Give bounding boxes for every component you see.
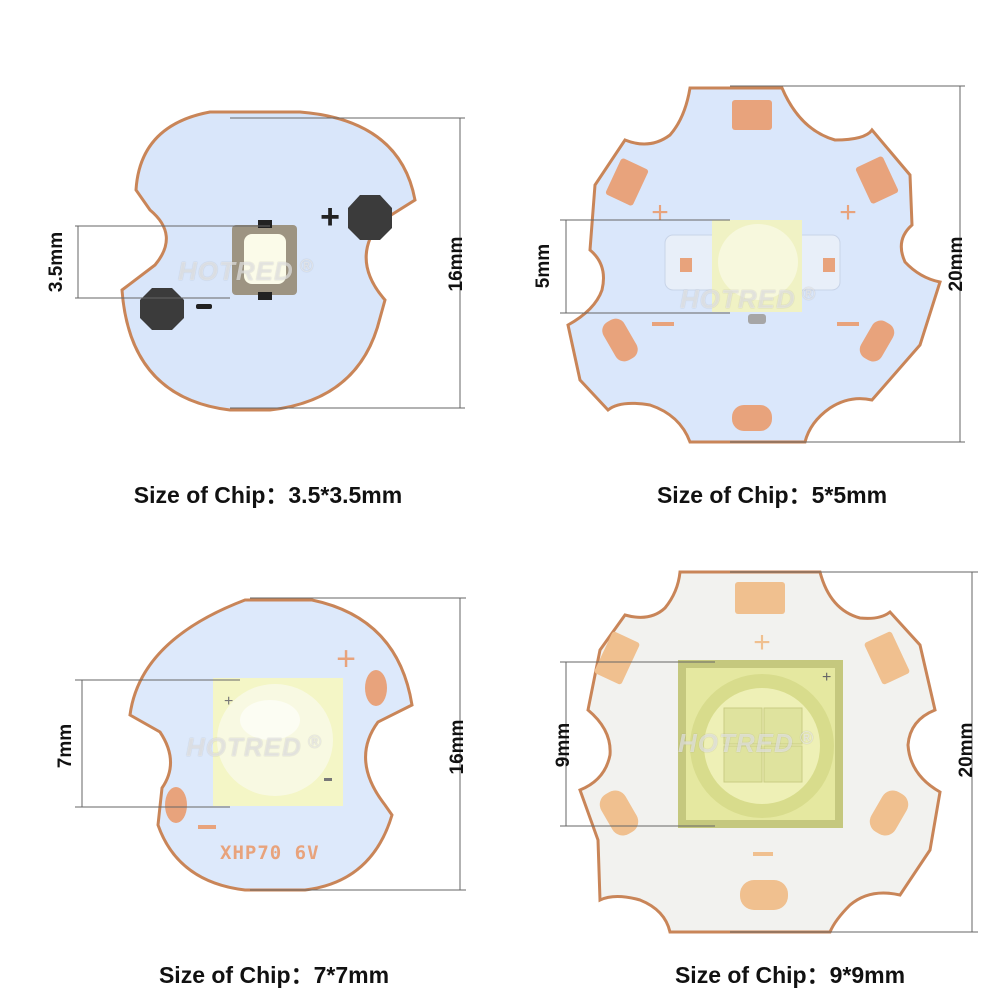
chip-size-caption: Size of Chip：9*9mm [674, 962, 906, 988]
watermark: HOTRED® [178, 256, 315, 286]
watermark: HOTRED® [678, 728, 815, 758]
svg-text:+: + [753, 626, 771, 659]
svg-text:+: + [839, 196, 857, 229]
chip-size-caption: Size of Chip：3.5*3.5mm [133, 482, 403, 508]
svg-text:+: + [651, 196, 669, 229]
svg-text:+: + [224, 693, 233, 710]
chip-dimension-label: 9mm [553, 722, 574, 768]
panel-chip-5mm: + + HOTRED® 5mm 20mm Size of Chip：5*5mm [500, 0, 1000, 508]
led-board-image: + [75, 110, 465, 412]
svg-text:+: + [822, 669, 831, 686]
board-silkscreen-label: XHP70 6V [220, 842, 320, 864]
led-board-image: + + [75, 597, 466, 892]
chip-dimension-label: 7mm [55, 723, 76, 769]
watermark: HOTRED® [186, 732, 323, 762]
chip-size-caption: Size of Chip：7*7mm [158, 962, 390, 988]
board-dimension-label: 16mm [447, 719, 468, 775]
panel-chip-9mm: + + HOTRED® 9mm 20mm Size of Chip：9*9mm [500, 500, 1000, 1000]
svg-text:+: + [336, 640, 356, 678]
board-dimension-label: 16mm [446, 236, 467, 292]
chip-dimension-label: 3.5mm [46, 231, 67, 293]
panel-chip-7mm: + + HOTRED® XHP70 6V 7mm 16mm Size of Ch… [0, 500, 500, 1000]
chip-size-caption: Size of Chip：5*5mm [656, 482, 888, 508]
led-board-image: + + [560, 570, 978, 934]
svg-text:+: + [320, 198, 340, 236]
watermark: HOTRED® [680, 284, 817, 314]
board-dimension-label: 20mm [946, 236, 967, 292]
panel-chip-3-5mm: + HOTRED® 3.5mm 16mm Size of Chip：3.5*3.… [0, 0, 500, 508]
board-dimension-label: 20mm [956, 722, 977, 778]
led-board-image: + + [560, 85, 965, 444]
chip-dimension-label: 5mm [533, 243, 554, 289]
